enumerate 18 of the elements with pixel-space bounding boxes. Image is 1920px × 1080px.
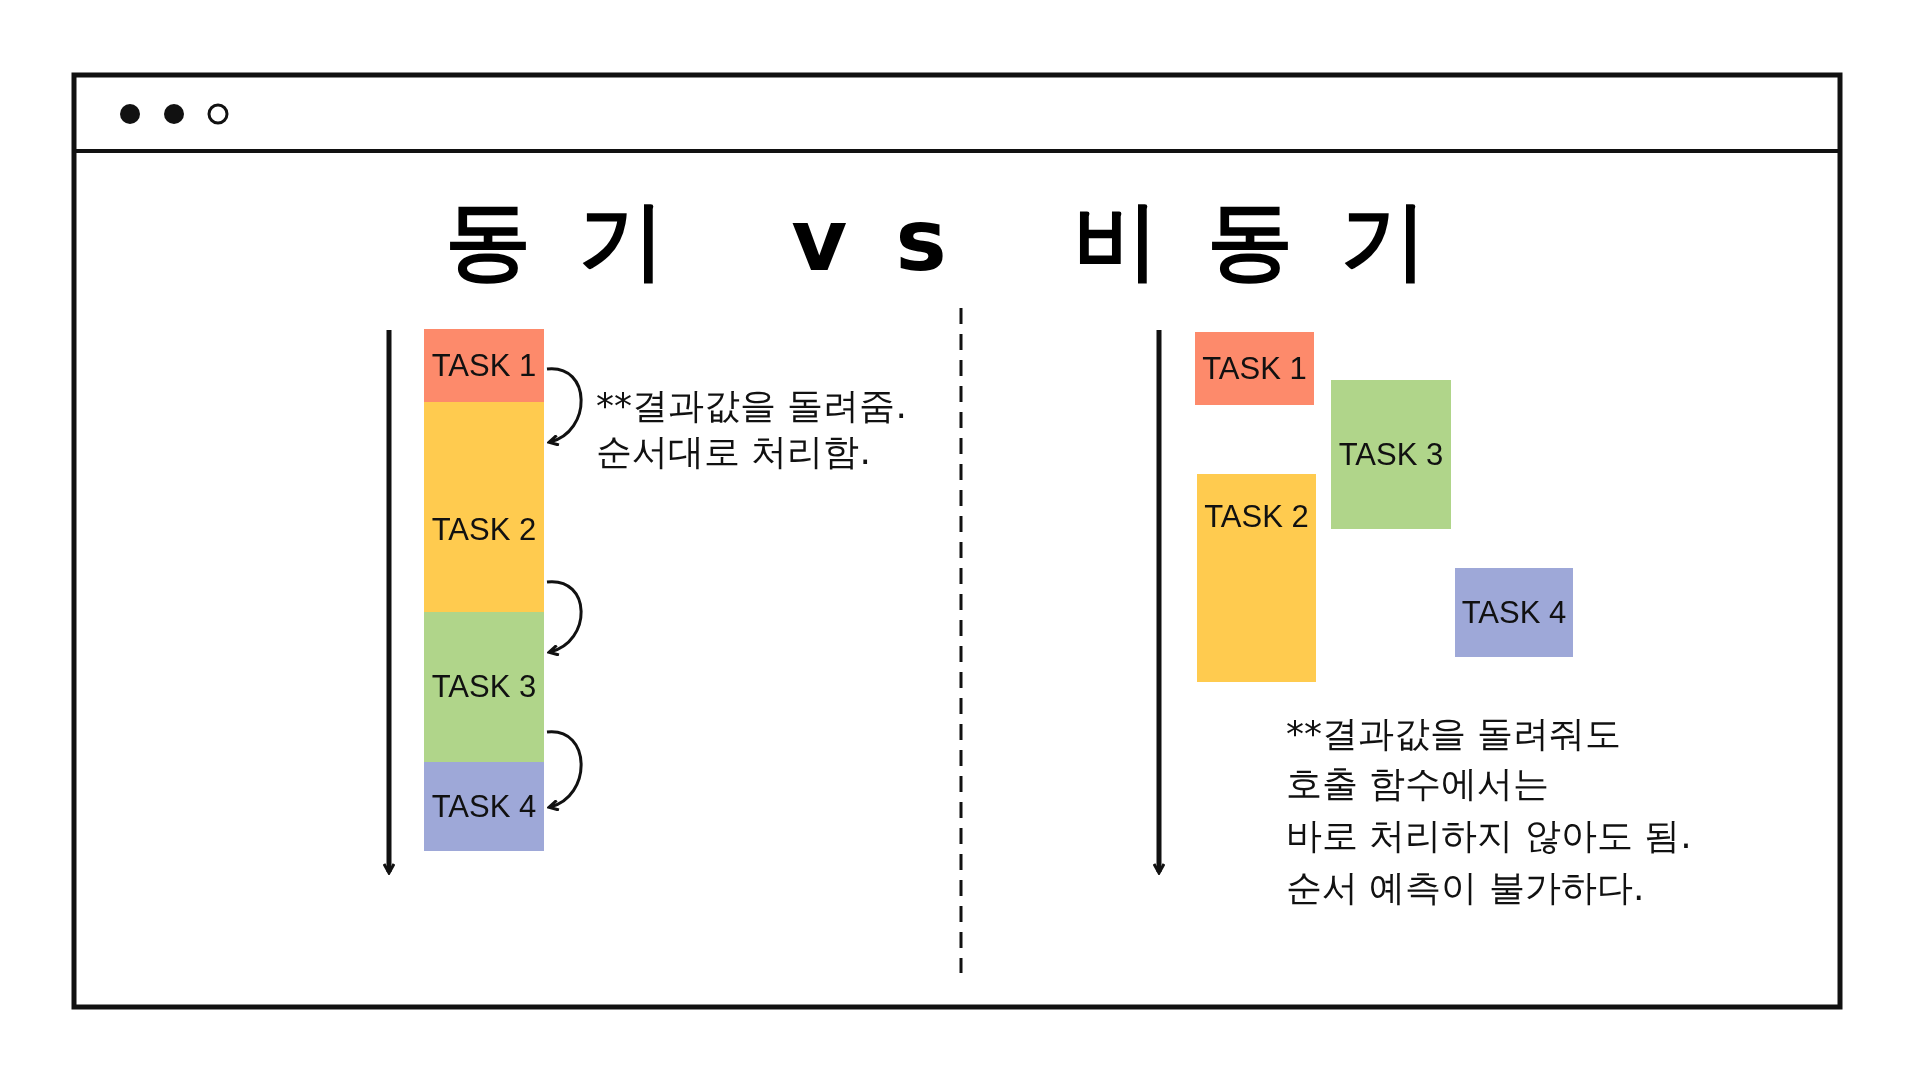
task-box: TASK 2 bbox=[424, 402, 544, 612]
handwritten-note: 순서 예측이 불가하다. bbox=[1286, 866, 1645, 910]
handwritten-note: 호출 함수에서는 bbox=[1286, 762, 1550, 806]
task-box: TASK 3 bbox=[424, 612, 544, 762]
task-box: TASK 2 bbox=[1197, 474, 1316, 682]
task-box: TASK 3 bbox=[1331, 380, 1451, 529]
handwritten-note: 바로 처리하지 않아도 됨. bbox=[1286, 814, 1692, 858]
curved-arrow bbox=[546, 367, 583, 446]
title: 동기 vs 비동기 bbox=[444, 190, 1476, 290]
task-box: TASK 4 bbox=[1455, 568, 1573, 657]
curved-arrow bbox=[546, 580, 583, 656]
handwritten-note: 순서대로 처리함. bbox=[596, 430, 871, 474]
task-box: TASK 1 bbox=[424, 329, 544, 402]
task-box: TASK 1 bbox=[1195, 332, 1314, 405]
task-box: TASK 4 bbox=[424, 762, 544, 851]
handwritten-note: **결과값을 돌려줌. bbox=[596, 384, 907, 428]
handwritten-note: **결과값을 돌려줘도 bbox=[1286, 712, 1622, 756]
curved-arrow bbox=[546, 730, 583, 811]
